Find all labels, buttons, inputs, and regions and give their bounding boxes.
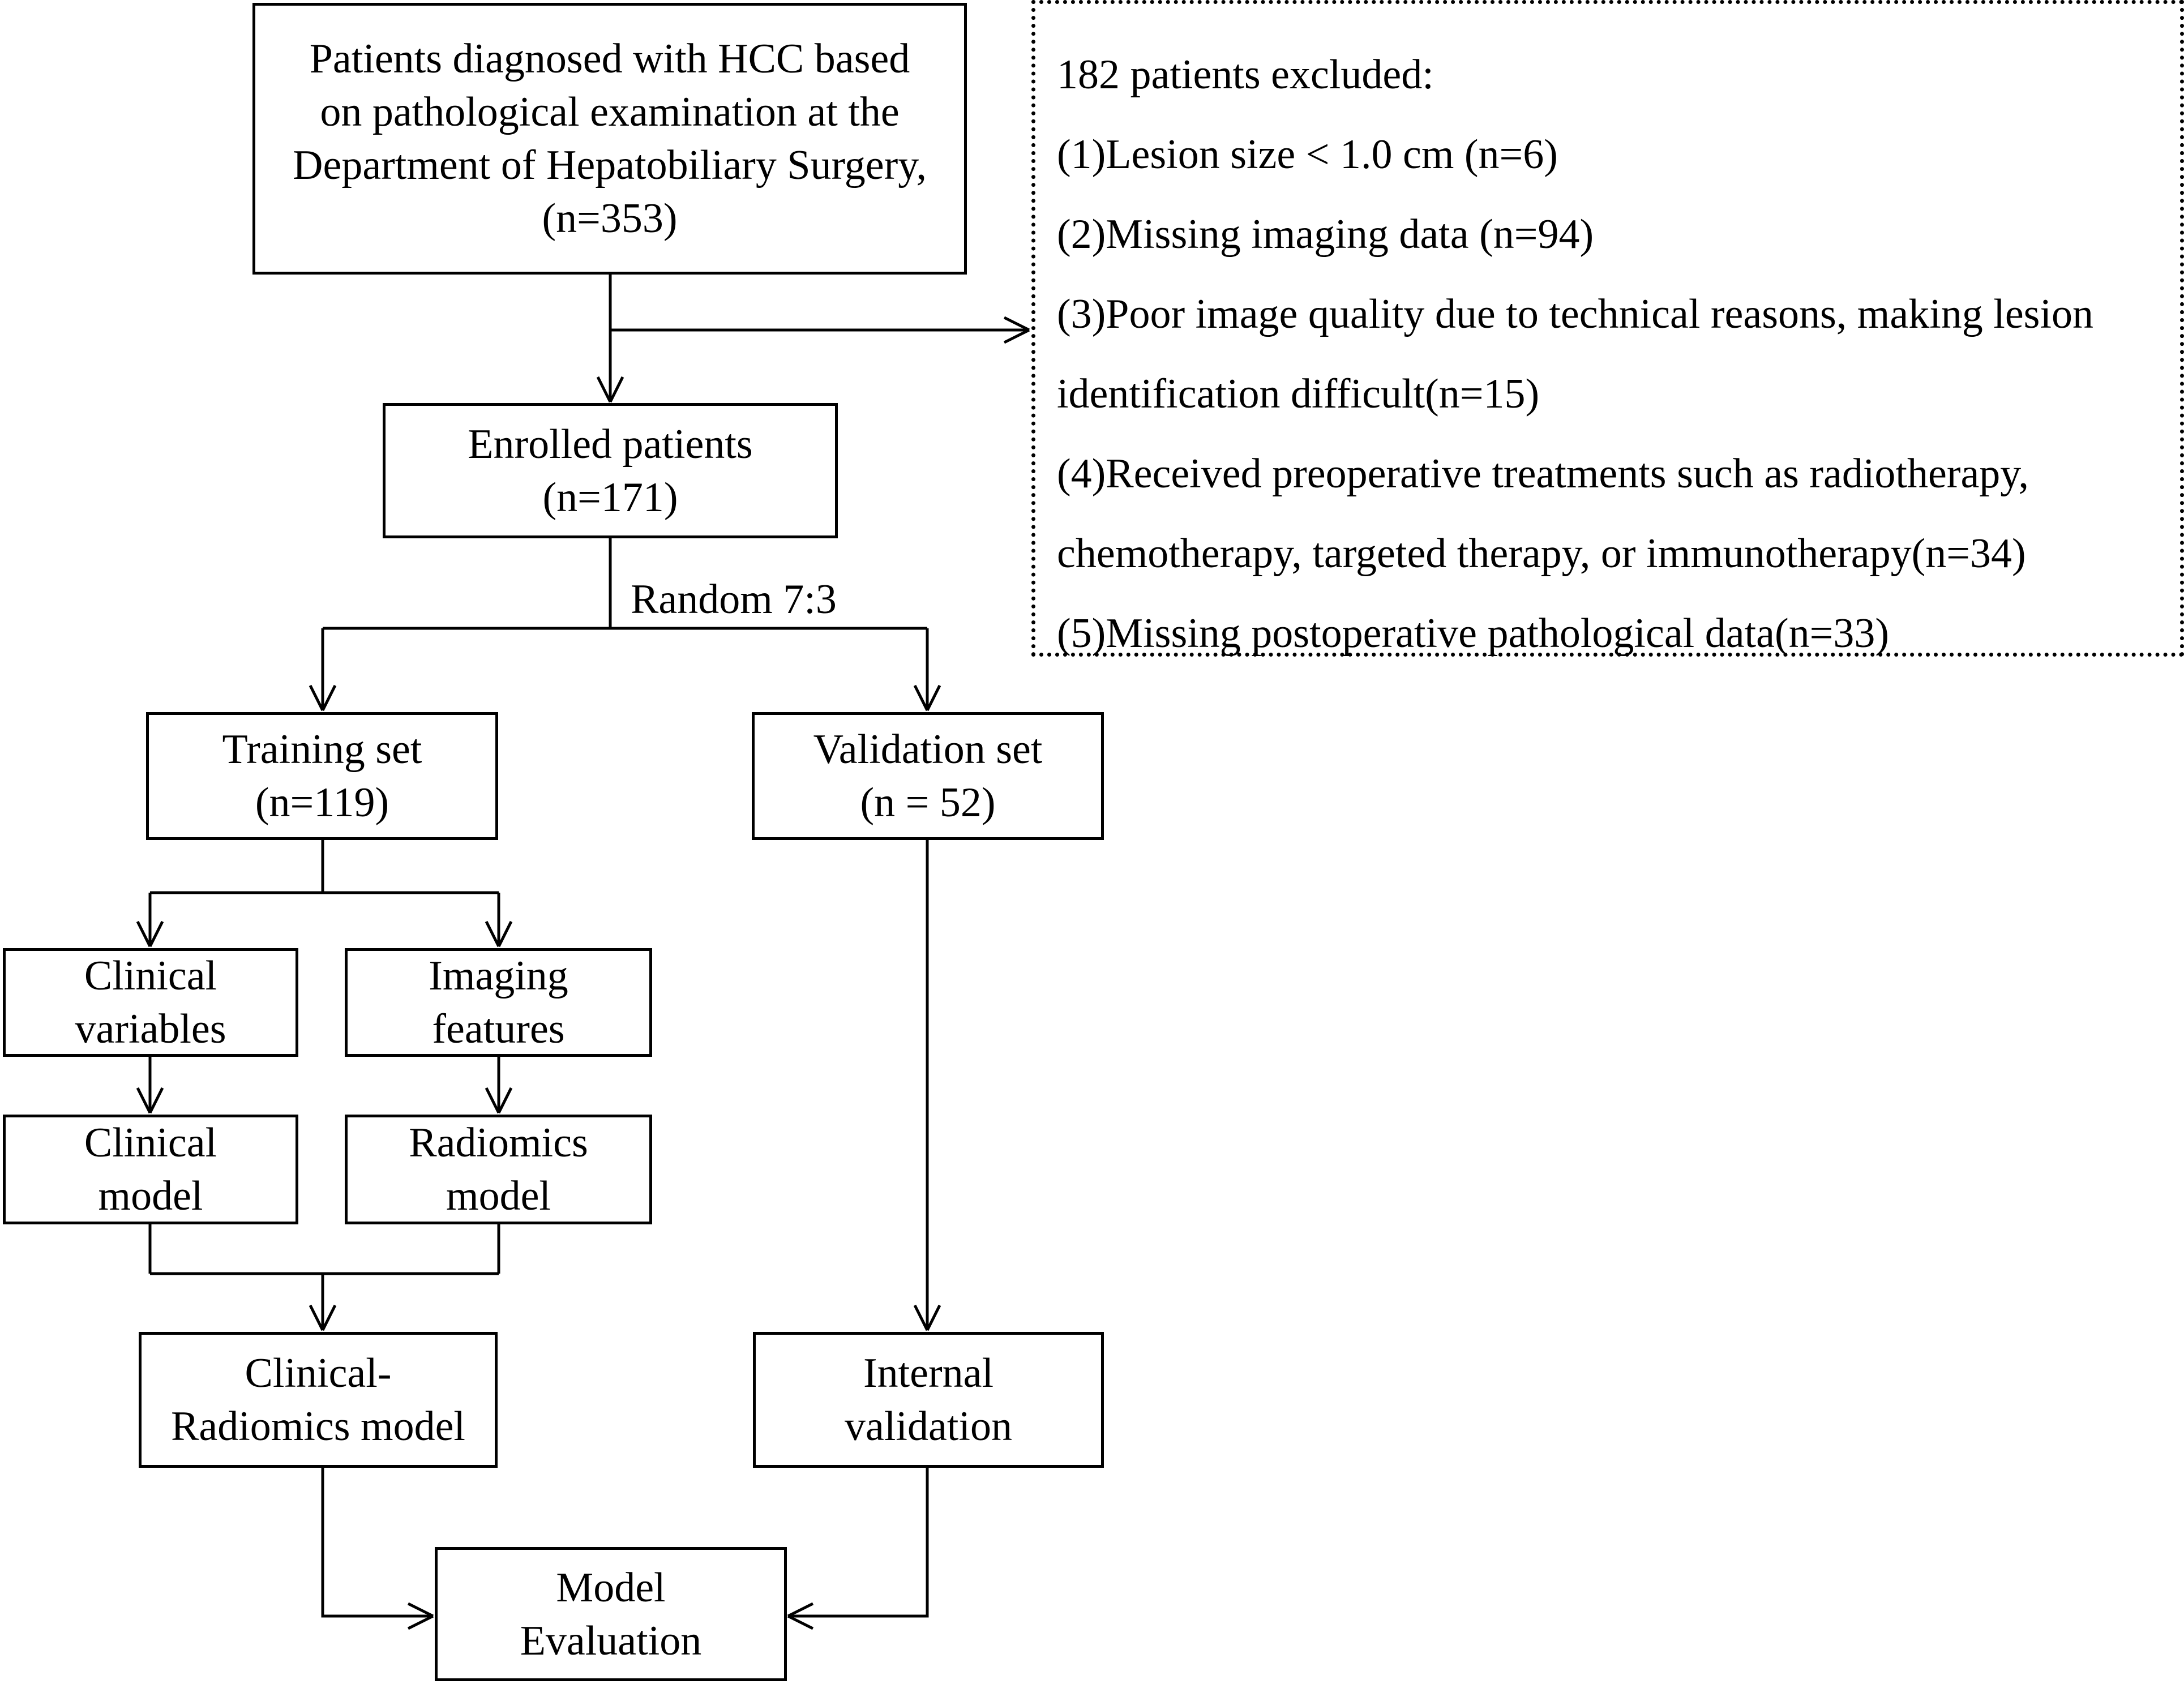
validation-line-2: (n = 52) xyxy=(860,779,996,826)
radiomics-model-line-2: model xyxy=(446,1173,551,1219)
connector-random-split xyxy=(321,538,929,710)
enrolled-line-1: Enrolled patients xyxy=(468,421,753,468)
radiomics-model-line-1: Radiomics xyxy=(409,1120,588,1166)
arrow-internal-to-evaluation xyxy=(788,1468,929,1618)
imaging-features-box: Imaging features xyxy=(345,948,652,1057)
exclusion-criteria-box: 182 patients excluded: (1)Lesion size < … xyxy=(1031,0,2184,657)
arrow-combined-to-evaluation xyxy=(321,1468,433,1618)
clinical-model-line-2: model xyxy=(98,1173,203,1219)
radiomics-model-box: Radiomics model xyxy=(345,1115,652,1224)
internal-validation-line-1: Internal xyxy=(863,1350,994,1396)
source-line-1: Patients diagnosed with HCC based xyxy=(309,36,910,82)
exclusion-line-1: (1)Lesion size < 1.0 cm (n=6) xyxy=(1057,131,1558,178)
connector-models-merge xyxy=(148,1224,500,1330)
random-split-label: Random 7:3 xyxy=(631,576,837,623)
model-evaluation-box: Model Evaluation xyxy=(435,1547,787,1681)
exclusion-line-4: identification difficult(n=15) xyxy=(1057,371,1540,417)
training-line-1: Training set xyxy=(222,726,422,773)
training-line-2: (n=119) xyxy=(255,779,389,826)
imaging-features-line-1: Imaging xyxy=(429,953,568,999)
enrolled-patients-box: Enrolled patients (n=171) xyxy=(383,403,838,538)
exclusion-line-6: chemotherapy, targeted therapy, or immun… xyxy=(1057,530,2026,577)
exclusion-title: 182 patients excluded: xyxy=(1057,52,1434,98)
training-set-box: Training set (n=119) xyxy=(146,712,498,840)
source-line-4: (n=353) xyxy=(542,195,678,242)
clinical-model-line-1: Clinical xyxy=(84,1120,217,1166)
internal-validation-line-2: validation xyxy=(845,1403,1012,1450)
model-evaluation-line-1: Model xyxy=(556,1564,666,1611)
exclusion-line-7: (5)Missing postoperative pathological da… xyxy=(1057,610,1889,657)
exclusion-line-5: (4)Received preoperative treatments such… xyxy=(1057,451,2029,497)
enrolled-line-2: (n=171) xyxy=(542,474,678,521)
source-line-2: on pathological examination at the xyxy=(320,89,900,135)
combined-model-line-1: Clinical- xyxy=(245,1350,392,1396)
clinical-variables-line-2: variables xyxy=(75,1006,226,1052)
connector-training-branches xyxy=(148,840,500,946)
validation-set-box: Validation set (n = 52) xyxy=(752,712,1104,840)
exclusion-line-2: (2)Missing imaging data (n=94) xyxy=(1057,211,1594,258)
source-line-3: Department of Hepatobiliary Surgery, xyxy=(293,142,927,188)
model-evaluation-line-2: Evaluation xyxy=(520,1617,702,1664)
source-patients-box: Patients diagnosed with HCC based on pat… xyxy=(252,3,967,275)
validation-line-1: Validation set xyxy=(813,726,1043,773)
clinical-model-box: Clinical model xyxy=(3,1115,298,1224)
clinical-variables-line-1: Clinical xyxy=(84,953,217,999)
clinical-radiomics-model-box: Clinical- Radiomics model xyxy=(139,1332,498,1468)
exclusion-line-3: (3)Poor image quality due to technical r… xyxy=(1057,291,2094,337)
internal-validation-box: Internal validation xyxy=(753,1332,1104,1468)
clinical-variables-box: Clinical variables xyxy=(3,948,298,1057)
combined-model-line-2: Radiomics model xyxy=(171,1403,465,1450)
imaging-features-line-2: features xyxy=(432,1006,565,1052)
